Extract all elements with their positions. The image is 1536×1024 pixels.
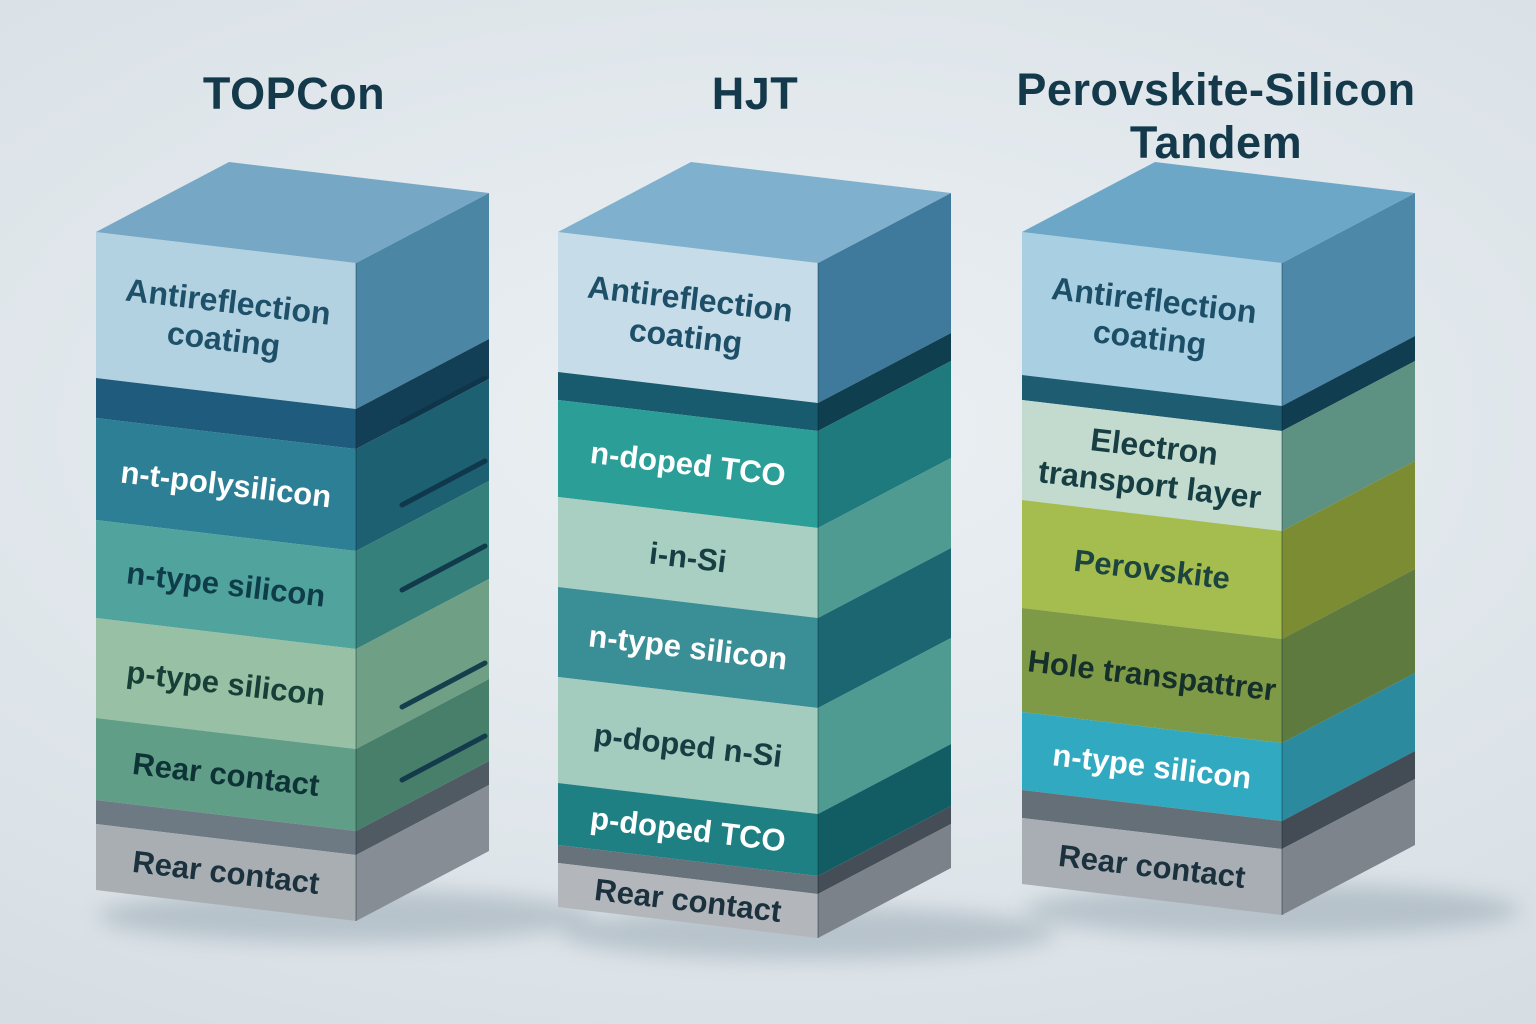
hjt-layer-i-n-si-front: [558, 497, 818, 618]
hjt-layer-interface-band-2-side: [818, 806, 951, 894]
perovskite-silicon-tandem-layer-hole-transporter-side: [1282, 569, 1415, 743]
topcon-contact-finger-line-3: [399, 543, 488, 593]
topcon-layer-interface-band-2-front: [96, 800, 356, 855]
topcon-contact-finger-line-5: [399, 733, 488, 783]
hjt-layer-i-n-si-side: [818, 458, 951, 618]
perovskite-silicon-tandem-layer-interface-band-2-front: [1022, 790, 1282, 849]
hjt-layer-p-doped-n-si-side: [818, 638, 951, 814]
hjt-layer-n-doped-tco-side: [818, 361, 951, 528]
hjt-layer-n-type-silicon-side: [818, 548, 951, 708]
topcon-layer-antireflection-coating-front: [96, 232, 356, 409]
topcon-layer-p-type-silicon-front: [96, 618, 356, 749]
hjt-layer-rear-contact-front: [558, 863, 818, 938]
hjt-layer-n-type-silicon-front: [558, 587, 818, 708]
hjt-layer-p-doped-tco-side: [818, 744, 951, 876]
topcon-layer-antireflection-coating-side: [356, 193, 489, 409]
perovskite-silicon-tandem-layer-n-type-silicon-front: [1022, 712, 1282, 821]
perovskite-silicon-tandem-layer-n-type-silicon-side: [1282, 673, 1415, 821]
perovskite-silicon-tandem-layer-perovskite-side: [1282, 461, 1415, 639]
perovskite-silicon-tandem-layer-hole-transporter-front: [1022, 608, 1282, 743]
perovskite-silicon-tandem-layer-perovskite-front: [1022, 500, 1282, 639]
topcon-layer-n-t-polysilicon-side: [356, 379, 489, 551]
stack-title-hjt: HJT: [711, 68, 799, 119]
topcon-layer-interface-band-side: [356, 339, 489, 449]
perovskite-silicon-tandem-layer-interface-band-front: [1022, 375, 1282, 431]
perovskite-silicon-tandem-layer-rear-contact-front: [1022, 818, 1282, 915]
hjt-layer-interface-band-side: [818, 333, 951, 431]
stack-title-topcon: TOPCon: [202, 68, 386, 119]
topcon-layer-p-type-silicon-side: [356, 579, 489, 749]
hjt-top-face: [558, 162, 951, 263]
topcon-layer-interface-band-front: [96, 378, 356, 449]
topcon-layer-rear-contact-inner-front: [96, 718, 356, 831]
perovskite-silicon-tandem-layer-rear-contact-side: [1282, 779, 1415, 915]
topcon-layer-rear-contact-side: [356, 785, 489, 921]
stack-title-perovskite-silicon-tandem: Perovskite-Silicon Tandem: [1016, 64, 1416, 168]
perovskite-silicon-tandem-layer-electron-transport-layer-front: [1022, 400, 1282, 531]
perovskite-silicon-tandem-layer-antireflection-coating-front: [1022, 232, 1282, 406]
perovskite-silicon-tandem-top-face: [1022, 162, 1415, 263]
perovskite-silicon-tandem-layer-electron-transport-layer-side: [1282, 361, 1415, 531]
topcon-layer-rear-contact-inner-side: [356, 679, 489, 831]
perovskite-silicon-tandem-layer-antireflection-coating-side: [1282, 193, 1415, 406]
topcon-layer-interface-band-2-side: [356, 761, 489, 855]
perovskite-silicon-tandem-layer-interface-band-side: [1282, 336, 1415, 431]
topcon-top-face: [96, 162, 489, 263]
perovskite-silicon-tandem-layer-interface-band-2-side: [1282, 751, 1415, 849]
hjt-layer-antireflection-coating-front: [558, 232, 818, 403]
hjt-layer-p-doped-n-si-front: [558, 677, 818, 814]
topcon-layer-rear-contact-front: [96, 824, 356, 921]
topcon-layer-n-t-polysilicon-front: [96, 418, 356, 551]
topcon-layer-n-type-silicon-side: [356, 481, 489, 649]
topcon-contact-finger-line-4: [399, 660, 488, 710]
hjt-layer-n-doped-tco-front: [558, 400, 818, 528]
topcon-contact-finger-line-2: [399, 458, 488, 508]
hjt-layer-interface-band-2-front: [558, 845, 818, 894]
topcon-layer-n-type-silicon-front: [96, 520, 356, 649]
topcon-contact-finger-line-1: [399, 375, 488, 425]
hjt-layer-interface-band-front: [558, 372, 818, 431]
hjt-layer-rear-contact-side: [818, 824, 951, 938]
